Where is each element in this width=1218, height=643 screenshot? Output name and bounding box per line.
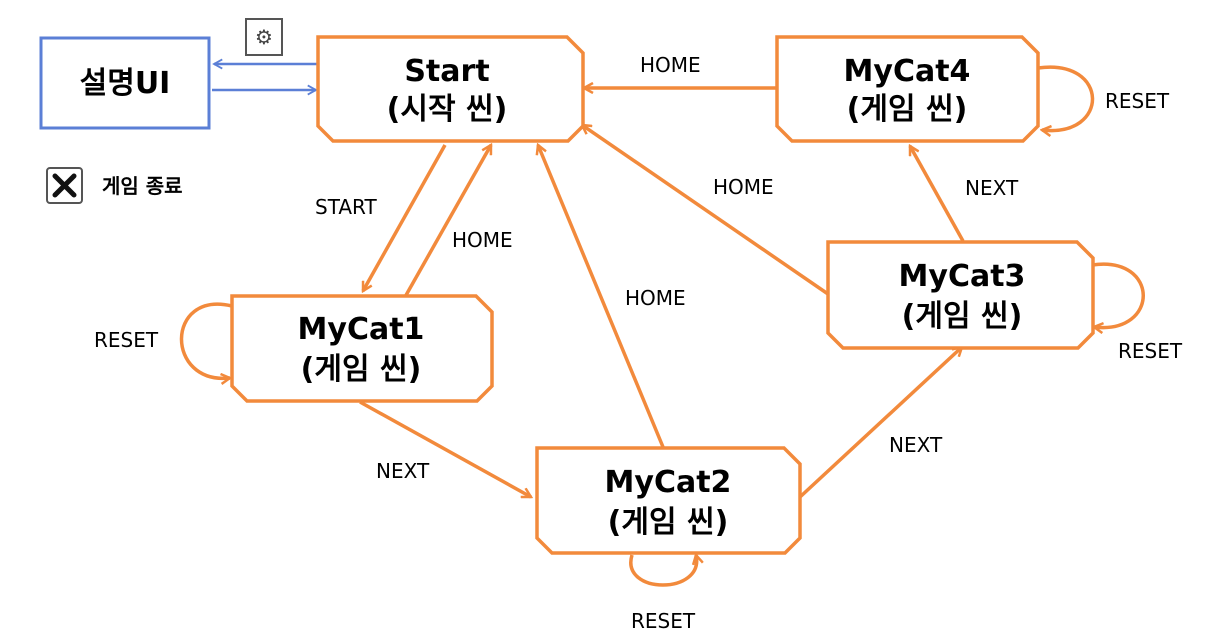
edge-mycat1-to-start [403, 145, 493, 298]
edge-mycat3-to-start [582, 125, 829, 296]
label-mycat3-reset: RESET [1118, 339, 1183, 363]
node-mycat1-line1: MyCat1 [298, 312, 425, 347]
edge-mycat3-reset-loop [1092, 262, 1145, 327]
close-icon[interactable] [46, 167, 83, 204]
label-mycat2-reset: RESET [631, 609, 696, 633]
node-mycat3[interactable]: MyCat3 (게임 씬) [826, 240, 1095, 350]
exit-game-control[interactable]: 게임 종료 [46, 167, 183, 204]
edge-mycat2-to-start [538, 145, 665, 448]
edge-mycat3-to-mycat4 [908, 146, 965, 242]
label-start-to-mycat1: START [315, 195, 377, 219]
node-mycat3-line1: MyCat3 [899, 259, 1026, 294]
node-start-line1: Start [404, 54, 489, 89]
node-mycat1-line2: (게임 씬) [301, 352, 422, 387]
edge-mycat1-reset-loop [179, 302, 232, 378]
exit-label: 게임 종료 [102, 174, 183, 198]
label-mycat1-reset: RESET [94, 328, 159, 352]
edge-mycat4-reset-loop [1037, 65, 1095, 130]
edge-mycat2-to-mycat3 [798, 347, 962, 499]
label-mycat4-to-start: HOME [640, 53, 701, 77]
label-mycat3-to-mycat4: NEXT [965, 176, 1019, 200]
label-mycat3-to-start: HOME [713, 175, 774, 199]
node-mycat2[interactable]: MyCat2 (게임 씬) [535, 446, 802, 555]
label-mycat1-to-mycat2: NEXT [376, 459, 430, 483]
node-mycat1[interactable]: MyCat1 (게임 씬) [230, 294, 494, 403]
node-mycat4-line1: MyCat4 [844, 54, 971, 89]
node-mycat2-line1: MyCat2 [605, 465, 732, 500]
label-mycat1-to-start: HOME [452, 228, 513, 252]
node-mycat4[interactable]: MyCat4 (게임 씬) [775, 35, 1040, 143]
node-mycat3-line2: (게임 씬) [902, 299, 1023, 334]
node-start-line2: (시작 씬) [387, 92, 508, 127]
label-mycat2-to-mycat3: NEXT [889, 433, 943, 457]
node-ui-label: 설명UI [80, 66, 171, 101]
label-mycat2-to-start: HOME [625, 286, 686, 310]
node-start[interactable]: Start (시작 씬) [316, 35, 585, 143]
edge-mycat1-to-mycat2 [359, 400, 531, 499]
edge-mycat2-reset-loop [629, 555, 697, 587]
gear-icon[interactable]: ⚙ [245, 18, 283, 56]
node-ui[interactable]: 설명UI [39, 36, 211, 130]
label-mycat4-reset: RESET [1105, 89, 1170, 113]
node-mycat4-line2: (게임 씬) [847, 92, 968, 127]
svg-text:⚙: ⚙ [255, 25, 273, 49]
edge-start-to-mycat1 [361, 144, 447, 291]
node-mycat2-line2: (게임 씬) [608, 505, 729, 540]
